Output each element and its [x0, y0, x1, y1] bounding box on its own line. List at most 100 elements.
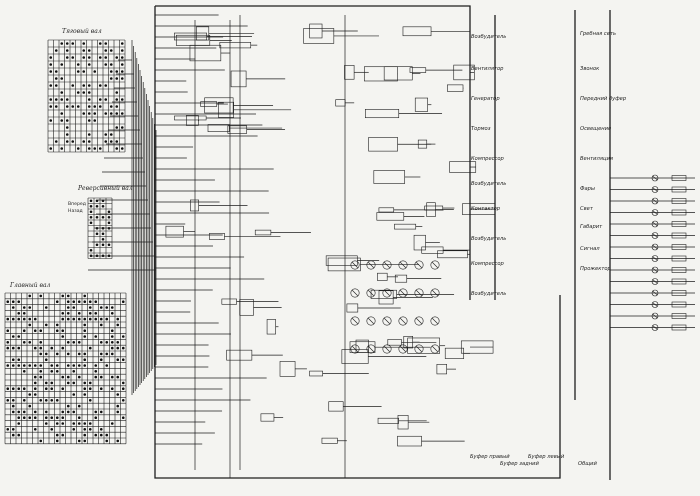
contact-closed-dot	[83, 439, 87, 443]
contact-closed-dot	[115, 147, 119, 150]
lamp-symbol	[366, 344, 376, 354]
contact-closed-dot	[11, 335, 15, 338]
contact-closed-dot	[39, 364, 43, 367]
contact-closed-dot	[107, 221, 111, 225]
contact-closed-dot	[54, 49, 58, 52]
contact-closed-dot	[99, 387, 103, 391]
lamp-cross	[415, 289, 423, 297]
contact-closed-dot	[6, 341, 10, 344]
contact-closed-dot	[93, 70, 97, 73]
center-label-2: Вентилятор	[471, 66, 504, 72]
contact-closed-dot	[61, 329, 65, 333]
fuse-box	[671, 244, 687, 250]
contact-closed-dot	[87, 91, 91, 94]
contact-closed-dot	[17, 416, 21, 420]
lamp-cross	[431, 289, 439, 297]
contact-closed-dot	[22, 399, 26, 402]
frame-outline	[154, 6, 561, 479]
contact-closed-dot	[72, 410, 76, 414]
contact-closed-dot	[107, 215, 111, 219]
contact-closed-dot	[101, 232, 105, 236]
contact-closed-dot	[49, 56, 53, 59]
contact-closed-dot	[99, 341, 103, 344]
contact-closed-dot	[11, 387, 15, 391]
contact-closed-dot	[76, 63, 80, 66]
component-box	[460, 340, 494, 354]
contact-closed-dot	[33, 381, 37, 385]
lamp-symbol	[366, 260, 376, 270]
contact-closed-dot	[65, 98, 69, 101]
contact-closed-dot	[17, 358, 21, 362]
contact-closed-dot	[44, 422, 48, 425]
contact-closed-dot	[109, 105, 113, 108]
contact-closed-dot	[87, 119, 91, 122]
contact-closed-dot	[94, 335, 98, 338]
contact-closed-dot	[49, 105, 53, 108]
reverse-position-back: Назад	[68, 208, 83, 214]
contact-closed-dot	[55, 439, 59, 443]
contact-closed-dot	[60, 119, 64, 122]
contact-closed-dot	[116, 358, 120, 362]
center-label-9: Компрессор	[471, 261, 505, 267]
contact-closed-dot	[88, 428, 92, 431]
contact-closed-dot	[120, 56, 124, 59]
contact-closed-dot	[65, 133, 69, 136]
contact-closed-dot	[104, 84, 108, 87]
component-box	[186, 115, 199, 126]
contact-closed-dot	[121, 335, 125, 338]
contact-closed-dot	[44, 306, 48, 309]
lamp-cross	[399, 289, 407, 297]
main-controller-title: Главный вал	[9, 282, 51, 289]
lamp-symbol	[651, 243, 659, 251]
contact-closed-dot	[120, 147, 124, 150]
contact-closed-dot	[65, 42, 69, 45]
contact-closed-dot	[83, 422, 87, 425]
lamp-symbol	[350, 288, 360, 298]
contact-closed-dot	[17, 317, 21, 321]
right-label-3: Передний буфер	[580, 96, 627, 102]
contact-closed-dot	[95, 243, 99, 247]
lamp-cross	[399, 345, 407, 353]
center-label-6: Возбудитель	[471, 181, 506, 187]
contact-closed-dot	[83, 433, 87, 437]
contact-closed-dot	[33, 393, 37, 396]
center-label-8: Возбудитель	[471, 236, 506, 242]
lamp-cross	[415, 261, 423, 269]
lamp-symbol	[651, 301, 659, 308]
contact-closed-dot	[121, 381, 125, 385]
contact-closed-dot	[110, 312, 114, 315]
contact-closed-dot	[6, 428, 10, 431]
contact-closed-dot	[22, 387, 26, 391]
contact-closed-dot	[121, 300, 125, 304]
contact-closed-dot	[28, 306, 32, 309]
lamp-cross	[399, 317, 407, 325]
bottom-label-4: Общий	[578, 461, 598, 467]
contact-closed-dot	[116, 439, 120, 443]
contact-closed-dot	[110, 352, 114, 356]
contact-closed-dot	[77, 375, 81, 379]
contact-closed-dot	[33, 416, 37, 420]
contact-closed-dot	[116, 393, 120, 396]
contact-closed-dot	[82, 112, 86, 115]
contact-closed-dot	[88, 422, 92, 425]
contact-closed-dot	[88, 387, 92, 391]
contact-closed-dot	[60, 91, 64, 94]
lamp-cross	[351, 345, 359, 353]
contact-closed-dot	[22, 416, 26, 420]
contact-closed-dot	[66, 410, 70, 414]
contact-closed-dot	[49, 63, 53, 66]
contact-closed-dot	[55, 323, 59, 327]
contact-closed-dot	[115, 91, 119, 94]
contact-closed-dot	[55, 300, 59, 304]
contact-closed-dot	[101, 215, 105, 219]
left-wire-bundle	[88, 40, 157, 395]
contact-closed-dot	[50, 381, 54, 385]
contact-closed-dot	[60, 147, 64, 150]
contact-closed-dot	[28, 364, 32, 367]
contact-closed-dot	[82, 140, 86, 143]
contact-closed-dot	[110, 306, 114, 309]
fuse-box	[671, 301, 687, 308]
contact-closed-dot	[60, 42, 64, 45]
contact-closed-dot	[76, 91, 80, 94]
